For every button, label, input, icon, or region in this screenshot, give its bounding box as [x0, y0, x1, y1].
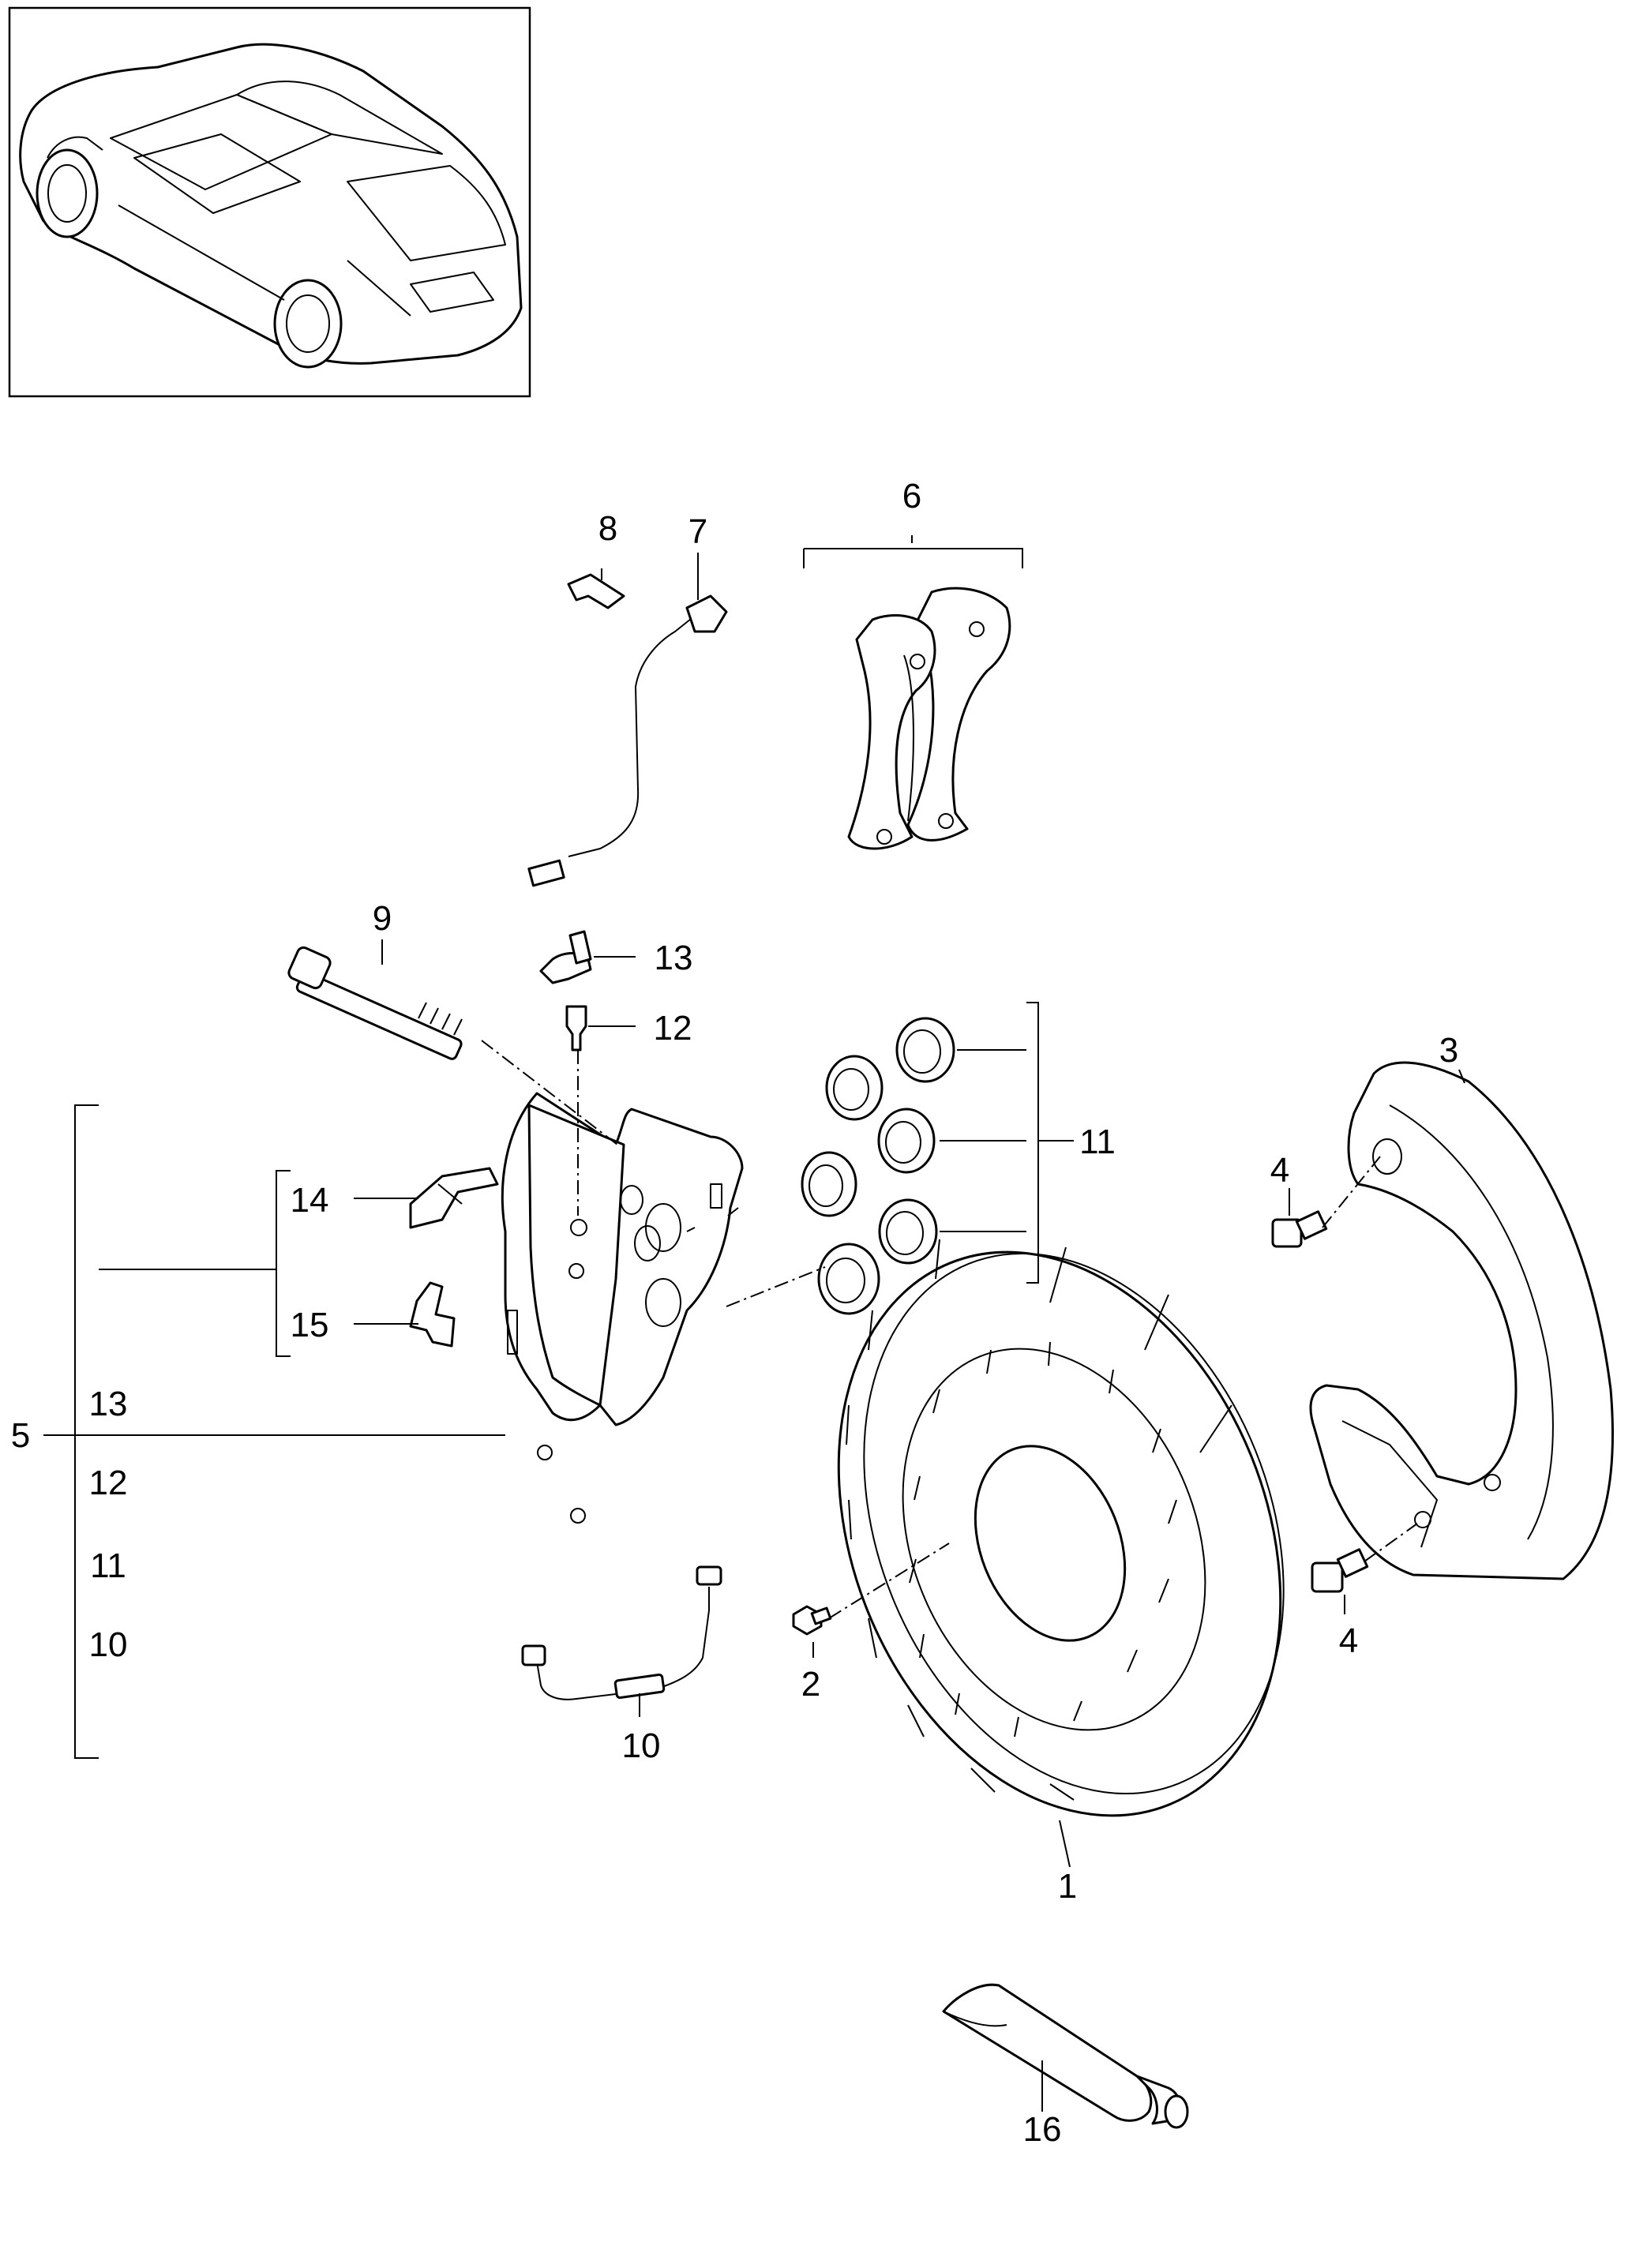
label-part-12: 12 [654, 1009, 692, 1048]
seal-ring [817, 1243, 880, 1315]
brake-pad-set [847, 587, 1011, 850]
sensor-clip [567, 573, 625, 609]
label-part-9: 9 [373, 899, 392, 938]
kit-item-12: 12 [89, 1464, 128, 1502]
label-part-16: 16 [1023, 2110, 1062, 2149]
shield-bolt-lower [1311, 1548, 1369, 1593]
vehicle-thumbnail [8, 6, 531, 398]
label-part-2: 2 [801, 1665, 820, 1704]
label-part-15: 15 [291, 1306, 329, 1344]
brake-hose [521, 1565, 722, 1700]
label-part-3: 3 [1439, 1031, 1458, 1070]
seal-ring [801, 1151, 857, 1217]
label-part-14: 14 [291, 1181, 329, 1220]
bleeder-valve [565, 1005, 587, 1052]
label-part-5: 5 [11, 1416, 30, 1455]
disc-screw [792, 1605, 832, 1636]
car-outline-icon [19, 43, 523, 369]
label-part-10: 10 [622, 1726, 661, 1765]
label-part-4-lower: 4 [1339, 1621, 1358, 1660]
brake-caliper [501, 1092, 744, 1524]
piston-seals [801, 1017, 955, 1315]
grease-tube [942, 1983, 1189, 2129]
seal-ring [825, 1055, 884, 1121]
seal-ring [878, 1198, 938, 1265]
seal-ring [895, 1017, 955, 1083]
caliper-bolt [287, 946, 463, 1060]
label-part-11: 11 [1079, 1123, 1116, 1161]
bleeder-cap [539, 930, 592, 984]
shield-bolt-upper [1271, 1210, 1328, 1248]
kit-item-13: 13 [89, 1385, 128, 1423]
label-part-7: 7 [688, 512, 707, 551]
label-part-4-upper: 4 [1270, 1151, 1289, 1190]
wear-sensor [527, 594, 728, 887]
dust-shield [1309, 1061, 1614, 1580]
label-part-13: 13 [655, 939, 693, 977]
brake-disc [837, 1239, 1285, 1817]
kit-item-10: 10 [89, 1625, 128, 1664]
retaining-clip [409, 1281, 456, 1348]
label-part-6: 6 [902, 477, 921, 515]
label-part-8: 8 [598, 509, 617, 548]
seal-ring [877, 1108, 936, 1174]
label-part-1: 1 [1058, 1867, 1077, 1906]
pad-spring [409, 1167, 499, 1229]
kit-item-11: 11 [90, 1546, 126, 1585]
